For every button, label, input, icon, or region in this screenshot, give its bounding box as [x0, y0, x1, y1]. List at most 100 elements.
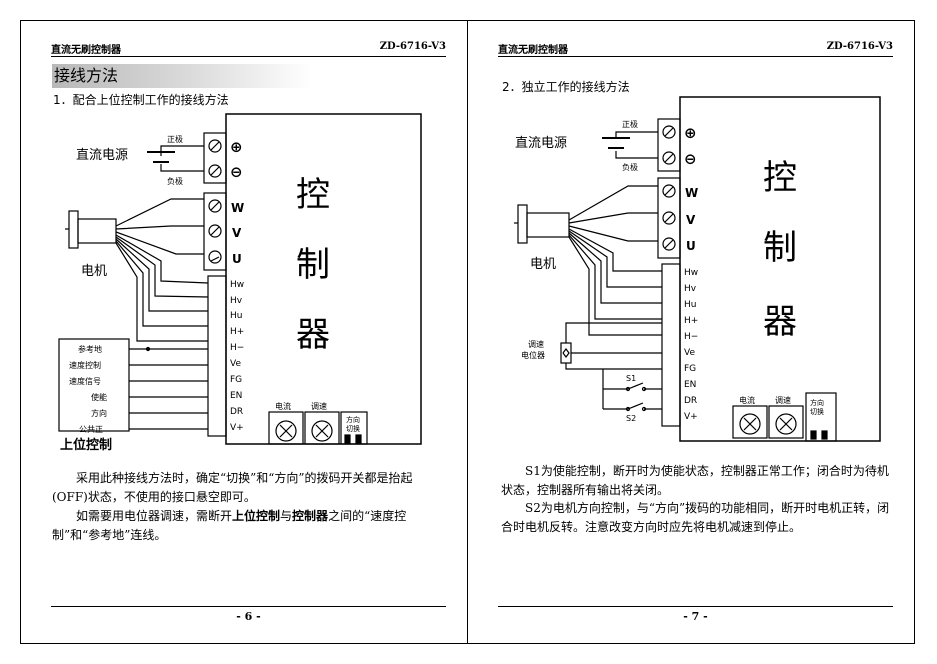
para2-controller: 控制器 [292, 509, 329, 523]
page-header: 直流无刷控制器 ZD-6716-V3 [498, 41, 893, 61]
terminal-v: V [232, 226, 242, 240]
terminal-fg: FG [230, 375, 242, 385]
terminal-screw-icon [662, 237, 676, 251]
page-right: 直流无刷控制器 ZD-6716-V3 2．独立工作的接线方法 [467, 20, 915, 644]
terminal-ve: Ve [230, 359, 241, 369]
host-label-speed-control: 速度控制 [69, 360, 101, 370]
terminal-w: W [231, 201, 244, 215]
dip-switch-box [340, 411, 368, 445]
controller-char-2: 制 [296, 245, 330, 285]
terminal-u: U [686, 239, 696, 253]
page-header: 直流无刷控制器 ZD-6716-V3 [51, 41, 446, 61]
terminal-plus: ⊕ [230, 138, 243, 156]
power-terminal-block [203, 132, 227, 184]
terminal-screw-icon [208, 224, 222, 238]
host-label-common-positive: 公共正 [79, 425, 103, 434]
para2-part-a: 如需要用电位器调速，需断开 [76, 509, 233, 523]
dip-label-switch: 切换 [810, 407, 824, 416]
current-label: 电流 [275, 401, 291, 411]
terminal-vplus: V+ [230, 423, 244, 433]
terminal-screw-icon [662, 151, 676, 165]
terminal-dr: DR [230, 407, 243, 417]
footer-rule [498, 606, 893, 607]
terminal-hplus: H+ [230, 327, 244, 337]
header-model: ZD-6716-V3 [379, 41, 446, 52]
motor-label: 电机 [530, 257, 556, 272]
controller-char-1: 控 [763, 158, 797, 198]
terminal-hu: Hu [684, 300, 696, 310]
motor-body [526, 212, 570, 238]
terminal-screw-icon [208, 164, 222, 178]
header-rule [51, 56, 446, 57]
speed-label: 调速 [775, 396, 791, 405]
header-title: 直流无刷控制器 [51, 45, 121, 56]
terminal-hplus: H+ [684, 316, 698, 326]
dip-label-direction: 方向 [346, 415, 360, 424]
positive-label: 正极 [622, 119, 638, 129]
terminal-hw: Hw [684, 268, 698, 278]
terminal-u: U [232, 252, 242, 266]
terminal-hminus: H− [230, 343, 244, 353]
positive-label: 正极 [167, 134, 183, 144]
wiring-diagram-host-control: 直流电源 正极 负极 电机 ⊕ ⊖ W V U 控 制 器 Hw Hv Hu H… [58, 113, 422, 453]
negative-label: 负极 [622, 162, 638, 172]
terminal-screw-icon [208, 199, 222, 213]
page-left: 直流无刷控制器 ZD-6716-V3 接线方法 1．配合上位控制工作的接线方法 [20, 20, 468, 644]
wiring-diagram-standalone: 直流电源 正极 负极 电机 ⊕ ⊖ W V U 控 制 器 Hw Hv Hu H… [514, 96, 881, 442]
speed-label: 调速 [311, 402, 327, 411]
terminal-w: W [685, 186, 698, 200]
pot-label-line2: 电位器 [521, 350, 545, 360]
para2-host-control: 上位控制 [232, 509, 281, 523]
current-pot-box [732, 405, 768, 439]
subheading-1: 1．配合上位控制工作的接线方法 [53, 93, 229, 107]
pot-label-line1: 调速 [528, 340, 544, 349]
para2-part-c: 与 [280, 509, 293, 523]
terminal-dr: DR [684, 396, 697, 406]
subheading-2: 2．独立工作的接线方法 [502, 80, 630, 94]
dip-label-direction: 方向 [810, 398, 824, 407]
terminal-vplus: V+ [684, 412, 698, 422]
current-pot-knob-icon [275, 420, 297, 442]
terminal-en: EN [684, 380, 696, 390]
speed-pot-knob-icon [311, 420, 333, 442]
terminal-minus: ⊖ [684, 150, 697, 168]
terminal-hu: Hu [230, 311, 242, 321]
section-title: 接线方法 [52, 64, 312, 88]
terminal-screw-icon [208, 250, 222, 264]
host-control-box [58, 338, 130, 432]
host-label-ref-ground: 参考地 [78, 344, 102, 354]
signal-terminal-block [661, 263, 681, 427]
signal-terminal-block [207, 275, 227, 437]
current-pot-knob-icon [739, 413, 761, 435]
dip-switch-box [805, 392, 837, 442]
dip-label-switch: 切换 [346, 424, 360, 433]
terminal-hw: Hw [230, 280, 244, 290]
terminal-hv: Hv [230, 296, 243, 306]
terminal-screw-icon [208, 139, 222, 153]
terminal-v: V [686, 213, 696, 227]
host-label-enable: 使能 [91, 392, 107, 402]
header-title: 直流无刷控制器 [498, 45, 568, 56]
power-terminal-block [657, 118, 681, 172]
paragraph-1: S1为使能控制，断开时为使能状态，控制器正常工作；闭合时为待机状态，控制器所有输… [501, 464, 889, 497]
dc-power-label: 直流电源 [76, 148, 128, 163]
terminal-hminus: H− [684, 332, 698, 342]
current-pot-box [268, 411, 304, 445]
motor-body [77, 218, 117, 244]
switch-s1-label: S1 [626, 374, 636, 383]
speed-pot-knob-icon [775, 413, 797, 435]
motor-shaft-end [517, 204, 528, 244]
footer-rule [51, 606, 446, 607]
controller-char-1: 控 [296, 175, 330, 215]
host-control-label: 上位控制 [60, 437, 112, 453]
paragraph-1: 采用此种接线方法时，确定“切换”和“方向”的拨码开关都是抬起(OFF)状态，不使… [52, 471, 413, 504]
terminal-en: EN [230, 391, 242, 401]
motor-shaft-end [68, 210, 79, 249]
terminal-ve: Ve [684, 348, 695, 358]
host-label-speed-signal: 速度信号 [69, 376, 101, 386]
speed-pot-box [768, 405, 804, 439]
paragraph-2: S2为电机方向控制，与“方向”拨码的功能相同，断开时电机正转，闭合时电机反转。注… [501, 501, 890, 534]
terminal-plus: ⊕ [684, 124, 697, 142]
controller-box [679, 96, 881, 442]
negative-label: 负极 [167, 176, 183, 186]
